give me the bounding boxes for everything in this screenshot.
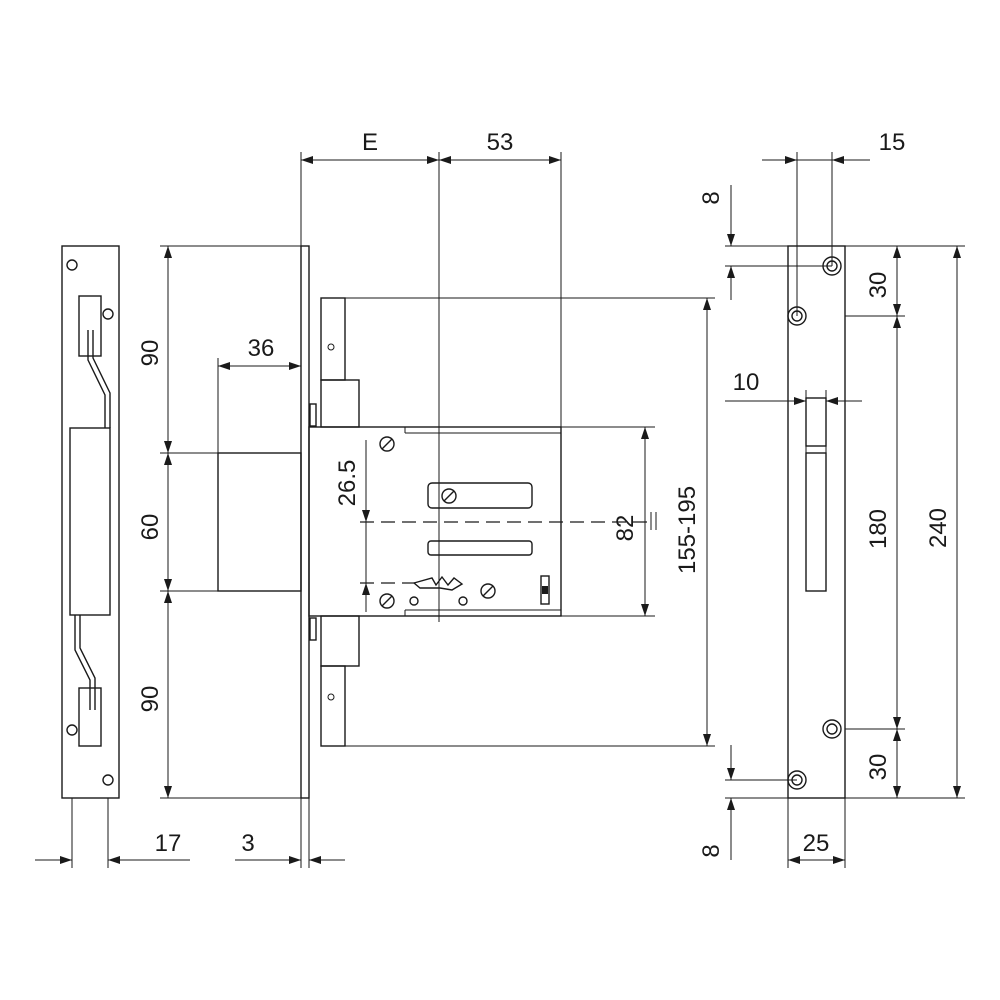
dim-label-82: 82 [612,515,639,542]
dim-label-180: 180 [865,509,892,549]
dim-label-e: E [362,129,378,156]
faceplate-outline [61,245,120,799]
faceplate-hole-upper [102,308,114,320]
faceplate-side-view [61,245,120,868]
screw-icon [379,593,395,609]
dimension-labels: E 53 15 8 30 10 36 90 60 90 26.5 82 155-… [137,129,952,858]
dimension-lines [35,156,961,864]
dim-label-90-bottom: 90 [137,686,164,713]
dim-label-17: 17 [155,830,182,857]
main-bolt [217,452,302,592]
dim-label-25: 25 [803,830,830,857]
lower-rod [320,665,346,747]
screw-icon [379,436,395,452]
key-mechanism [412,575,464,591]
screw-hole-icon [822,719,842,739]
screw-icon [480,583,496,599]
dim-label-155-195: 155-195 [674,486,701,574]
faceplate-hole-top [66,259,78,271]
faceplate-lock-body [69,427,111,616]
dim-label-36: 36 [248,335,275,362]
lower-slot [427,540,533,556]
screw-icon [441,488,457,504]
dim-label-30-bottom: 30 [865,754,892,781]
upper-rod-link [87,330,106,428]
upper-slot [427,482,533,509]
lock-body-view [160,152,715,868]
faceplate-hole-bottom [102,774,114,786]
latch-opening [805,397,827,447]
strike-plate-outline [787,245,846,799]
dim-label-10: 10 [733,369,760,396]
strike-plate-view [725,152,965,868]
dim-label-60: 60 [137,514,164,541]
upper-rod [320,297,346,381]
small-latch [540,575,550,605]
upper-rod-guide [78,295,102,357]
dim-label-53: 53 [487,129,514,156]
dim-label-3: 3 [241,830,254,857]
lower-rod-guide [78,687,102,747]
lower-rod-housing [320,615,360,667]
lower-rod-link [74,615,91,710]
dim-label-90-top: 90 [137,340,164,367]
dim-label-8-top: 8 [698,191,725,204]
dim-label-15: 15 [879,129,906,156]
dim-label-30-top: 30 [865,272,892,299]
dim-label-240: 240 [925,508,952,548]
front-plate [300,245,310,799]
bolt-opening [805,452,827,592]
dim-label-8-bottom: 8 [698,844,725,857]
faceplate-hole-lower [66,724,78,736]
upper-rod-housing [320,379,360,428]
dim-label-26-5: 26.5 [334,460,361,507]
